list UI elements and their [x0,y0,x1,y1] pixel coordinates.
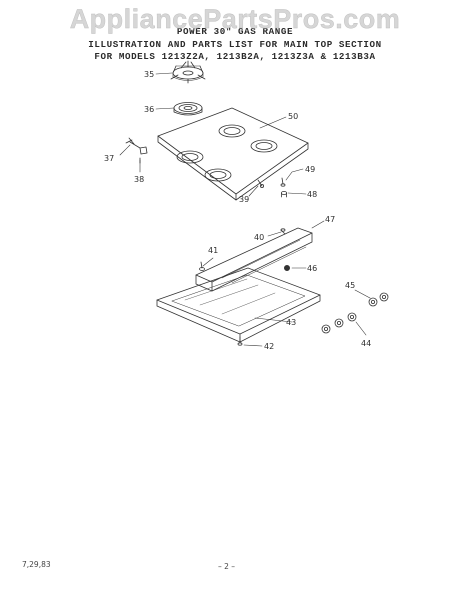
part-38-clip [139,146,148,164]
part-44-knob-lower [321,312,357,334]
part-50-main-top [157,107,309,201]
part-40-screw [280,228,286,235]
part-42-screw [237,336,243,346]
page-number: – 2 – [218,562,236,571]
part-41-screw [199,261,205,271]
part-39-bolt [257,179,264,188]
part-35-burner-grate [170,60,206,84]
part-47-rail [195,227,313,292]
callout-46: 46 [307,264,317,273]
callout-43: 43 [286,318,296,327]
callout-35: 35 [144,70,154,79]
part-36-burner-ring [173,102,203,116]
callout-44: 44 [361,339,371,348]
callout-40: 40 [254,233,264,242]
callout-45: 45 [345,281,355,290]
callout-48: 48 [307,190,317,199]
leader-lines [119,72,371,347]
part-43-burner-box [156,267,321,343]
watermark: AppliancePartsPros.com [69,4,401,34]
part-48-grommet [281,190,287,198]
callout-49: 49 [305,165,315,174]
part-49-screw [280,177,286,187]
part-46-nut [283,264,290,271]
callout-47: 47 [325,215,335,224]
revision-date: 7,29,83 [22,560,51,569]
diagram-header: POWER 30" GAS RANGE ILLUSTRATION AND PAR… [0,26,470,64]
callout-36: 36 [144,105,154,114]
callout-37: 37 [104,154,114,163]
part-37-screw [125,137,141,149]
header-models: FOR MODELS 1213Z2A, 1213B2A, 1213Z3A & 1… [94,51,376,62]
callout-41: 41 [208,246,218,255]
callout-50: 50 [288,112,298,121]
callout-39: 39 [239,195,249,204]
header-title: POWER 30" GAS RANGE [176,26,294,37]
header-subtitle: ILLUSTRATION AND PARTS LIST FOR MAIN TOP… [88,38,382,50]
part-45-knob-upper [368,292,389,307]
callout-42: 42 [264,342,274,351]
callout-38: 38 [134,175,144,184]
